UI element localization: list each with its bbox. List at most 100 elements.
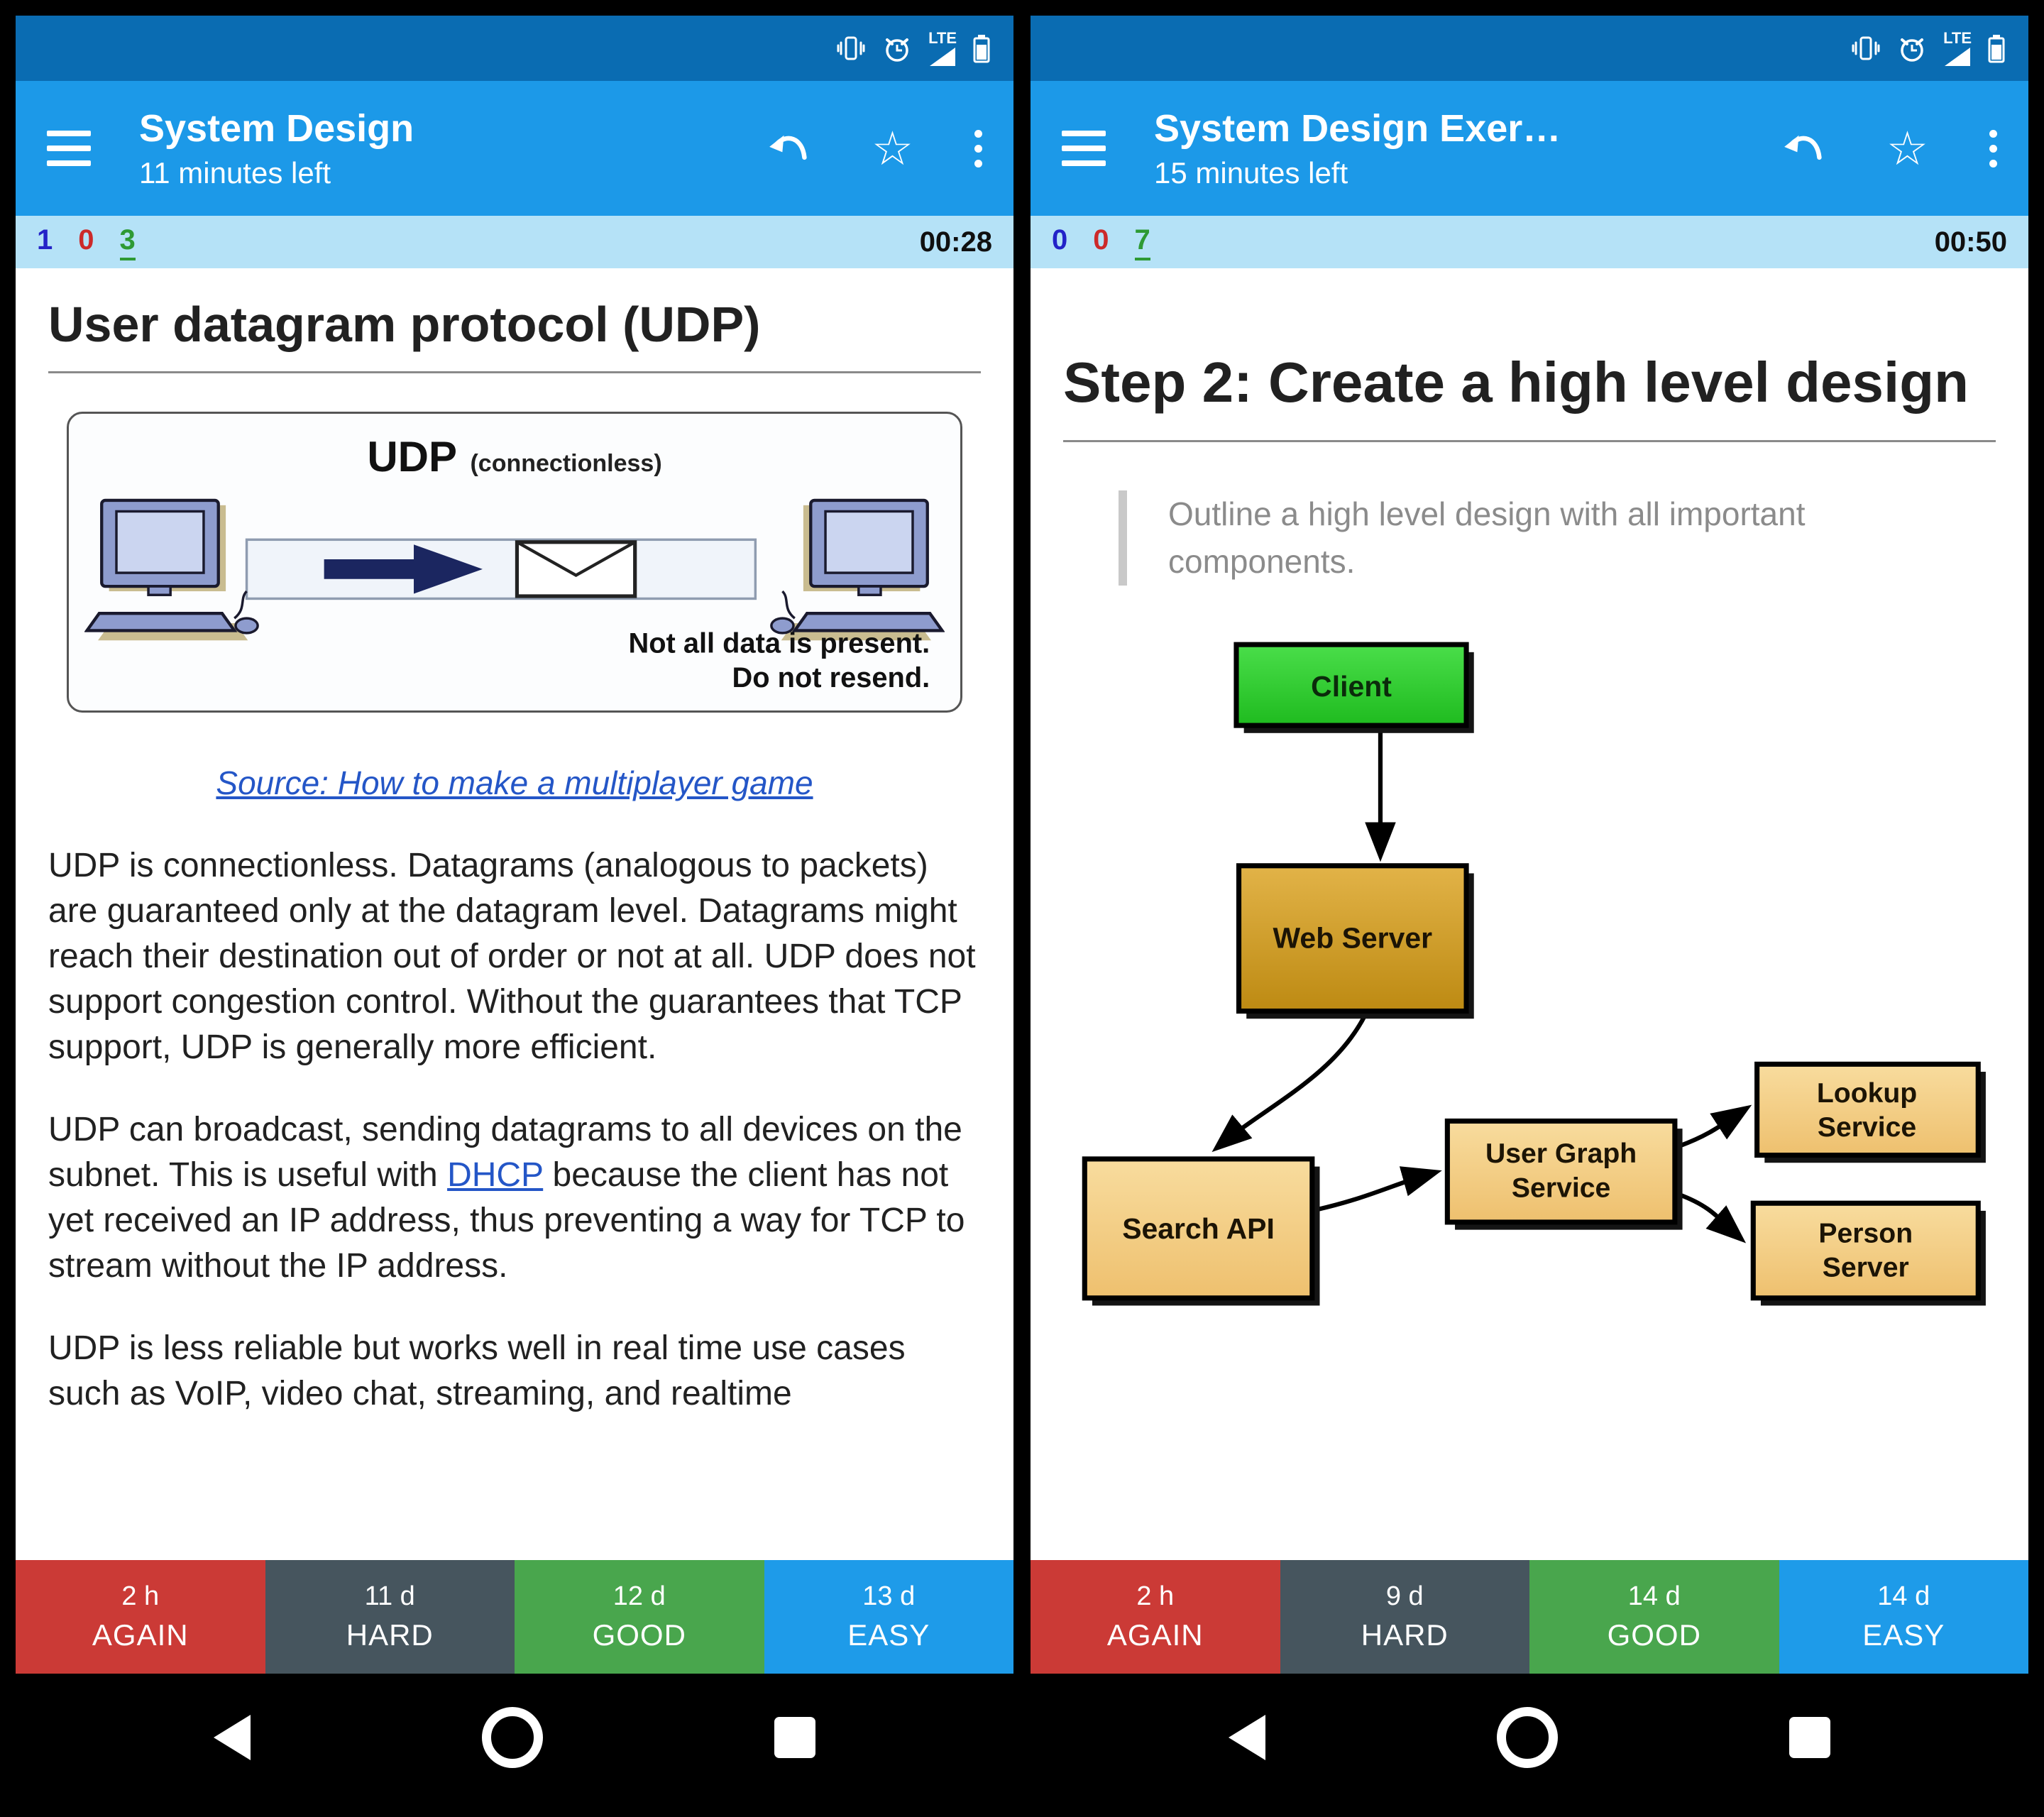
again-button[interactable]: 2 h AGAIN (1031, 1560, 1280, 1674)
new-count: 1 (37, 224, 53, 256)
again-interval: 2 h (121, 1581, 160, 1611)
hard-label: HARD (346, 1618, 434, 1652)
hard-interval: 11 d (364, 1581, 415, 1611)
easy-button[interactable]: 14 d EASY (1779, 1560, 2028, 1674)
card-timer: 00:28 (919, 226, 992, 258)
card-timer: 00:50 (1934, 226, 2007, 258)
again-button[interactable]: 2 h AGAIN (16, 1560, 265, 1674)
udp-figure: UDP (connectionless) (67, 411, 962, 713)
star-icon[interactable]: ☆ (871, 122, 913, 175)
good-button[interactable]: 14 d GOOD (1529, 1560, 1779, 1674)
signal-triangle-icon (1945, 48, 1971, 66)
alarm-icon (886, 38, 909, 62)
status-bar: LTE (16, 16, 1013, 81)
vibrate-icon (1852, 36, 1880, 60)
blockquote-bar (1119, 490, 1127, 586)
review-count: 7 (1134, 224, 1150, 260)
phone-right: LTE System Design Exer… 15 minutes left … (1031, 16, 2028, 1801)
diagram-node-person-server: Person Server (1750, 1200, 1986, 1306)
good-label: GOOD (592, 1618, 686, 1652)
figure-heading: UDP (connectionless) (84, 432, 945, 481)
paragraph2-text-before: UDP can broadcast, sending datagrams to … (48, 1110, 962, 1194)
heading-divider (1063, 440, 1996, 443)
appbar-titles: System Design Exer… 15 minutes left (1154, 106, 1769, 190)
good-label: GOOD (1607, 1618, 1701, 1652)
card-heading: User datagram protocol (UDP) (48, 297, 761, 352)
hard-interval: 9 d (1385, 1581, 1424, 1611)
source-link[interactable]: Source: How to make a multiplayer game (216, 764, 813, 801)
easy-interval: 14 d (1877, 1581, 1930, 1611)
new-count: 0 (1052, 224, 1068, 256)
learning-count: 0 (1093, 224, 1109, 256)
deck-title: System Design Exer… (1154, 107, 1561, 150)
android-nav-bar (16, 1674, 1013, 1801)
paragraph-udp-broadcast: UDP can broadcast, sending datagrams to … (48, 1107, 981, 1289)
answer-buttons: 2 h AGAIN 11 d HARD 12 d GOOD 13 d EASY (16, 1560, 1013, 1674)
battery-icon (1988, 35, 2005, 63)
back-icon[interactable] (1229, 1715, 1265, 1760)
paragraph2-text-after: because the client has not yet received … (48, 1155, 965, 1285)
status-bar: LTE (1031, 16, 2028, 81)
time-left-label: 15 minutes left (1154, 156, 1348, 190)
svg-text:Search API: Search API (1122, 1212, 1275, 1245)
good-interval: 12 d (612, 1581, 666, 1611)
counter-bar: 0 0 7 00:50 (1031, 216, 2028, 268)
figure-subtitle: (connectionless) (470, 449, 662, 477)
hard-button[interactable]: 9 d HARD (1280, 1560, 1529, 1674)
good-button[interactable]: 12 d GOOD (515, 1560, 764, 1674)
hard-label: HARD (1361, 1618, 1449, 1652)
svg-text:Web Server: Web Server (1273, 921, 1433, 954)
appbar-titles: System Design 11 minutes left (139, 106, 754, 190)
diagram-node-search-api: Search API (1082, 1156, 1320, 1306)
easy-button[interactable]: 13 d EASY (764, 1560, 1013, 1674)
figure-caption-line1: Not all data is present. (628, 627, 930, 659)
again-label: AGAIN (1106, 1618, 1204, 1652)
svg-text:Client: Client (1311, 670, 1392, 703)
heading-divider (48, 370, 981, 373)
appbar-actions: ☆ (768, 125, 982, 172)
answer-buttons: 2 h AGAIN 9 d HARD 14 d GOOD 14 d EASY (1031, 1560, 2028, 1674)
diagram-node-lookup-service: Lookup Service (1754, 1061, 1986, 1163)
signal-indicator: LTE (1943, 31, 1972, 66)
svg-text:Server: Server (1823, 1252, 1909, 1283)
paragraph-udp-connectionless: UDP is connectionless. Datagrams (analog… (48, 846, 976, 1066)
signal-triangle-icon (930, 48, 956, 66)
signal-indicator: LTE (928, 31, 957, 66)
source-line: Source: How to make a multiplayer game (48, 764, 981, 802)
figure-title: UDP (367, 432, 458, 481)
card-content: User datagram protocol (UDP) UDP (connec… (16, 268, 1013, 1560)
undo-icon[interactable] (768, 130, 811, 167)
recents-icon[interactable] (774, 1717, 815, 1758)
counter-bar: 1 0 3 00:28 (16, 216, 1013, 268)
svg-text:Service: Service (1818, 1112, 1916, 1143)
diagram-node-client: Client (1233, 642, 1474, 733)
svg-text:User Graph: User Graph (1485, 1138, 1637, 1169)
home-icon[interactable] (1497, 1707, 1558, 1768)
udp-illustration: Not all data is present. Do not resend. (84, 485, 945, 693)
again-interval: 2 h (1136, 1581, 1175, 1611)
home-icon[interactable] (482, 1707, 543, 1768)
battery-icon (973, 35, 990, 63)
figure-caption-line2: Do not resend. (732, 662, 930, 693)
star-icon[interactable]: ☆ (1886, 122, 1928, 175)
menu-hamburger-icon[interactable] (47, 131, 91, 166)
easy-interval: 13 d (862, 1581, 916, 1611)
dhcp-link[interactable]: DHCP (447, 1155, 544, 1194)
again-label: AGAIN (92, 1618, 189, 1652)
menu-hamburger-icon[interactable] (1062, 131, 1106, 166)
card-counts: 1 0 3 (37, 224, 136, 260)
good-interval: 14 d (1627, 1581, 1681, 1611)
hard-button[interactable]: 11 d HARD (265, 1560, 515, 1674)
time-left-label: 11 minutes left (139, 156, 331, 190)
overflow-menu-icon[interactable] (974, 129, 982, 168)
app-bar: System Design Exer… 15 minutes left ☆ (1031, 81, 2028, 216)
blockquote: Outline a high level design with all imp… (1119, 490, 1996, 586)
recents-icon[interactable] (1789, 1717, 1830, 1758)
network-type-label: LTE (928, 29, 957, 47)
app-bar: System Design 11 minutes left ☆ (16, 81, 1013, 216)
overflow-menu-icon[interactable] (1989, 129, 1997, 168)
undo-icon[interactable] (1783, 130, 1825, 167)
back-icon[interactable] (214, 1715, 251, 1760)
svg-text:Lookup: Lookup (1817, 1078, 1917, 1109)
easy-label: EASY (847, 1618, 930, 1652)
